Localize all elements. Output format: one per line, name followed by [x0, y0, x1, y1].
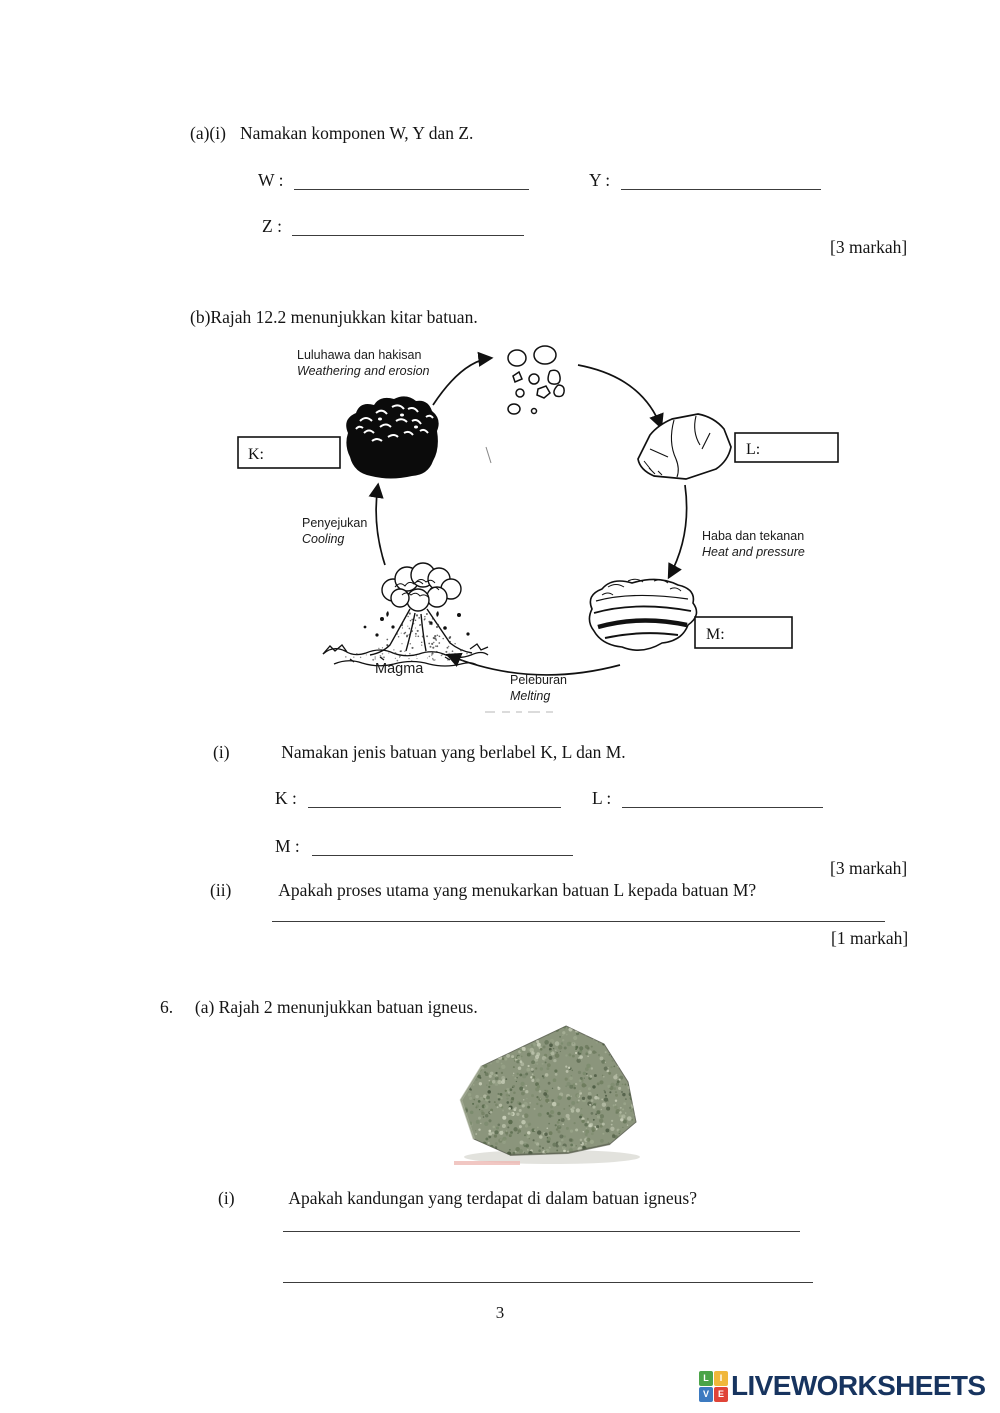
z-label: Z :	[262, 216, 282, 236]
question-b-ii-label: (ii)	[210, 880, 232, 900]
question-a-i-label: (a)(i)	[190, 123, 226, 143]
w-label: W :	[258, 170, 284, 190]
arrow-sediment-to-l	[577, 364, 664, 430]
question-a-i-text: Namakan komponen W, Y dan Z.	[239, 123, 474, 143]
box-k-label: K:	[248, 446, 264, 463]
rock-l-illustration	[637, 413, 732, 480]
logo-tile-e: E	[714, 1386, 728, 1402]
question-b-i-label: (i)	[213, 742, 230, 762]
question-6-intro: (a) Rajah 2 menunjukkan batuan igneus.	[194, 997, 478, 1017]
logo-tile-i: I	[714, 1370, 728, 1386]
answer-blank-w[interactable]	[293, 172, 529, 190]
rock-highlight-edge	[459, 1065, 484, 1140]
m-label: M :	[275, 836, 300, 856]
arrow-weathering	[432, 351, 494, 406]
logo-tile-v: V	[699, 1386, 713, 1402]
arrow-cooling	[368, 482, 386, 566]
answer-row-w-y: W : Y :	[258, 170, 821, 190]
rock-dark-edge	[509, 1143, 611, 1156]
box-m-label: M:	[706, 626, 725, 643]
answer-line-6-i-2[interactable]	[283, 1282, 813, 1283]
question-6-number: 6.	[160, 997, 174, 1017]
label-heat-en: Heat and pressure	[702, 545, 805, 559]
faint-caption-remnant	[485, 711, 553, 713]
answer-line-b-ii[interactable]	[272, 921, 885, 922]
answer-blank-z[interactable]	[292, 218, 525, 236]
answer-row-z: Z :	[262, 216, 525, 236]
answer-blank-l[interactable]	[621, 790, 823, 808]
y-label: Y :	[588, 170, 611, 190]
answer-row-k-l: K : L :	[275, 788, 823, 808]
label-melting-ms: Peleburan	[510, 673, 567, 687]
sediment-pebbles	[507, 345, 565, 415]
answer-box-l[interactable]	[734, 432, 839, 463]
question-b-ii-line: (ii) Apakah proses utama yang menukarkan…	[210, 880, 757, 900]
page-number: 3	[495, 1303, 505, 1322]
answer-box-m[interactable]	[694, 616, 793, 649]
rock-k-illustration	[346, 396, 439, 479]
question-6-line: 6. (a) Rajah 2 menunjukkan batuan igneus…	[160, 997, 478, 1017]
label-melting-en: Melting	[510, 689, 550, 703]
question-b-i-line: (i) Namakan jenis batuan yang berlabel K…	[213, 742, 626, 762]
question-b-ii-text: Apakah proses utama yang menukarkan batu…	[278, 880, 757, 900]
label-cooling-en: Cooling	[302, 532, 344, 546]
label-weathering-ms: Luluhawa dan hakisan	[297, 348, 421, 362]
answer-blank-m[interactable]	[312, 838, 574, 856]
arrow-melting	[445, 652, 621, 676]
question-6-i-text: Apakah kandungan yang terdapat di dalam …	[288, 1188, 698, 1208]
rock-m-illustration	[588, 578, 698, 651]
label-cooling-ms: Penyejukan	[302, 516, 367, 530]
label-weathering-en: Weathering and erosion	[297, 364, 430, 378]
igneous-rock-photo	[454, 1025, 640, 1165]
volcano-illustration	[322, 562, 489, 667]
answer-blank-k[interactable]	[308, 790, 562, 808]
brand-wordmark: LIVEWORKSHEETS	[731, 1370, 986, 1401]
arrow-heat-pressure	[667, 484, 688, 580]
marks-b-i: [3 markah]	[830, 858, 908, 878]
question-a-i-line: (a)(i) Namakan komponen W, Y dan Z.	[190, 123, 474, 143]
answer-blank-y[interactable]	[620, 172, 821, 190]
rock-cycle-diagram: K: L: M: Luluhawa dan hakisan Weathering…	[237, 345, 839, 713]
label-magma: Magma	[375, 661, 424, 677]
logo-tiles: L I V E	[699, 1370, 728, 1402]
lava-stipple	[345, 612, 468, 662]
answer-box-k[interactable]	[237, 436, 341, 469]
marks-b-ii: [1 markah]	[831, 928, 909, 948]
stray-mark	[485, 446, 492, 464]
l-label: L :	[592, 788, 612, 808]
scan-artifact-pink	[454, 1161, 520, 1165]
question-b-intro: (b)Rajah 12.2 menunjukkan kitar batuan.	[190, 307, 478, 327]
liveworksheets-logo[interactable]: L I V E LIVEWORKSHEETS	[699, 1370, 986, 1402]
question-b-i-text: Namakan jenis batuan yang berlabel K, L …	[281, 742, 626, 762]
marks-a-i: [3 markah]	[830, 237, 908, 257]
answer-row-m: M :	[275, 836, 574, 856]
question-6-i-line: (i) Apakah kandungan yang terdapat di da…	[218, 1188, 698, 1208]
answer-line-6-i-1[interactable]	[283, 1231, 800, 1232]
logo-tile-l: L	[699, 1370, 713, 1386]
k-label: K :	[275, 788, 297, 808]
label-heat-ms: Haba dan tekanan	[702, 529, 804, 543]
box-l-label: L:	[746, 441, 760, 458]
question-6-i-label: (i)	[218, 1188, 235, 1208]
